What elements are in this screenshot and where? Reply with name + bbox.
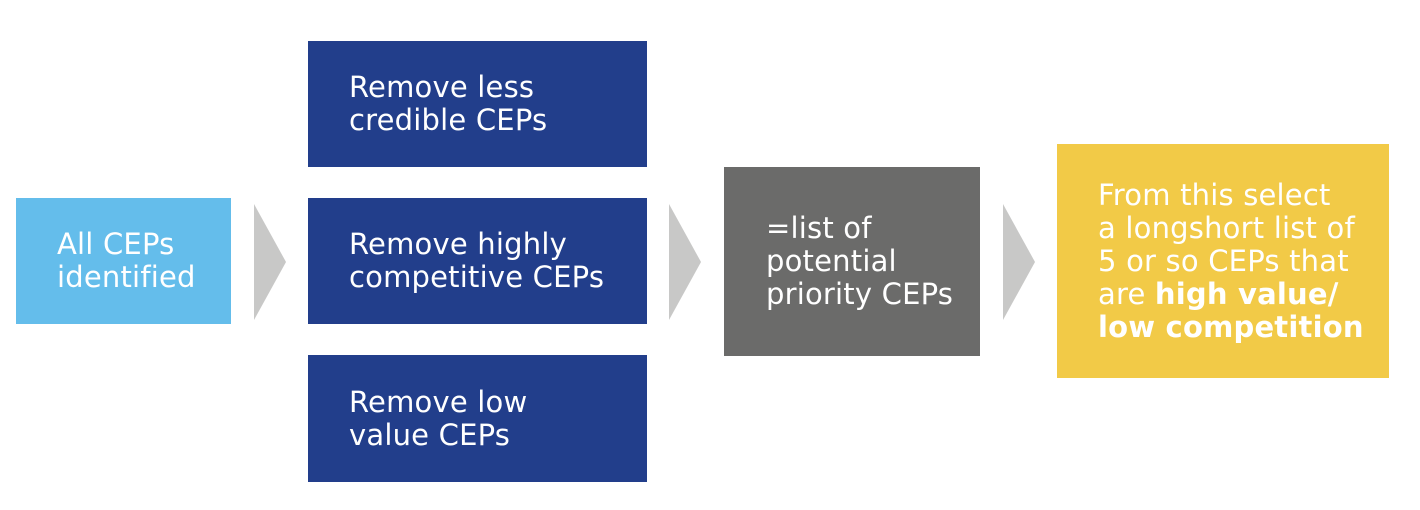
final-emphasis-1: high value/ [1154,276,1339,311]
final-emphasis-2: low competition [1098,309,1364,344]
arrow-2-icon [669,204,701,320]
arrow-1-icon [254,204,286,320]
arrow-3-icon [1003,204,1035,320]
